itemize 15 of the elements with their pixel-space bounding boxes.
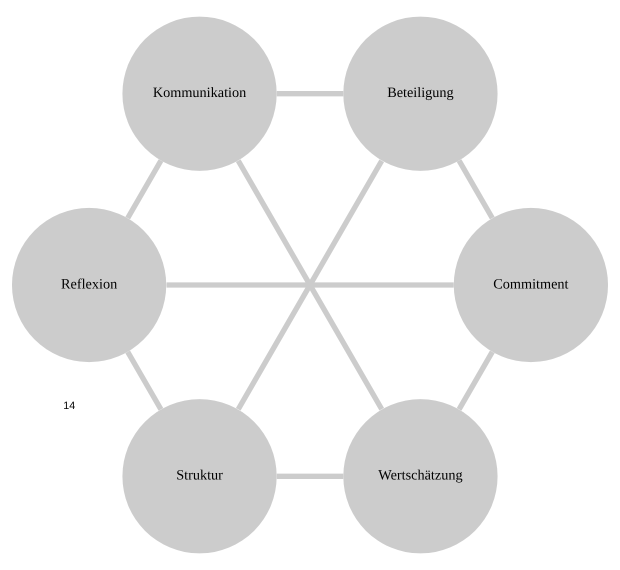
node-circle: Reflexion (12, 208, 166, 362)
connector (456, 159, 495, 220)
connector (125, 350, 164, 411)
label: 14 (63, 400, 76, 412)
connector (125, 159, 164, 220)
node-circle: Commitment (454, 208, 608, 362)
node-circle: Beteiligung (343, 16, 498, 171)
connector (166, 282, 454, 288)
connector (236, 159, 384, 411)
connector (276, 474, 344, 479)
connector (456, 350, 495, 411)
node-circle: Kommunikation (122, 16, 277, 171)
connector (276, 91, 344, 96)
node-circle: Wertschätzung (343, 399, 498, 554)
node-circle: Struktur (122, 399, 277, 554)
